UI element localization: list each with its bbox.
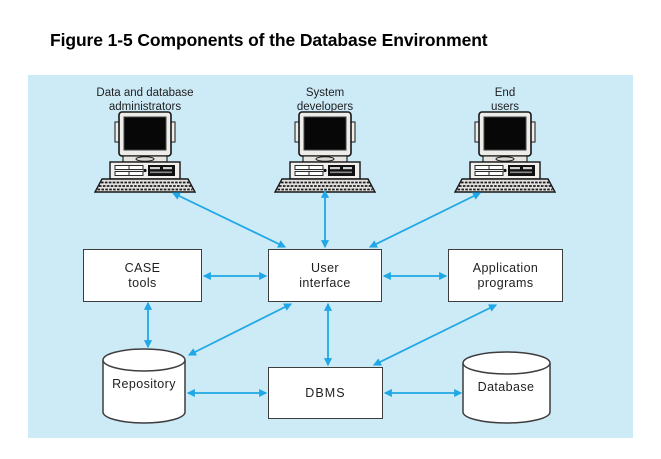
node-label: User — [311, 260, 339, 275]
node-label: DBMS — [305, 385, 346, 400]
node-label: programs — [477, 275, 534, 290]
label-end-users: End users — [430, 87, 580, 114]
node-application-programs: Application programs — [448, 249, 563, 302]
label-system-developers: System developers — [250, 87, 400, 114]
node-dbms: DBMS — [268, 367, 383, 419]
node-label: Application — [472, 260, 539, 275]
diagram-graphics — [94, 111, 556, 424]
node-case-tools: CASE tools — [83, 249, 202, 302]
repository-cylinder-icon — [102, 348, 186, 424]
diagram-panel: Data and database administrators System … — [28, 75, 633, 438]
label-line: Data and database — [96, 87, 194, 99]
label-administrators: Data and database administrators — [70, 87, 220, 114]
arrow-endusers-user-interface — [368, 192, 482, 248]
label-line: users — [490, 100, 520, 113]
arrow-user-interface-repository — [187, 303, 293, 356]
label-line: End — [494, 87, 516, 99]
node-label: tools — [128, 275, 157, 290]
node-label: CASE — [124, 260, 161, 275]
label-line: developers — [296, 100, 354, 113]
desktop-computer-icon — [94, 111, 196, 193]
node-label: interface — [299, 275, 351, 290]
figure-title: Figure 1-5 Components of the Database En… — [50, 30, 488, 50]
node-user-interface: User interface — [268, 249, 382, 302]
node-database-label: Database — [477, 380, 535, 394]
desktop-computer-icon — [454, 111, 556, 193]
desktop-computer-icon — [274, 111, 376, 193]
arrow-application-programs-dbms — [372, 304, 498, 366]
label-line: System — [305, 87, 345, 99]
label-line: administrators — [108, 100, 182, 113]
node-repository-label: Repository — [112, 377, 176, 391]
arrow-administrators-user-interface — [171, 192, 287, 248]
